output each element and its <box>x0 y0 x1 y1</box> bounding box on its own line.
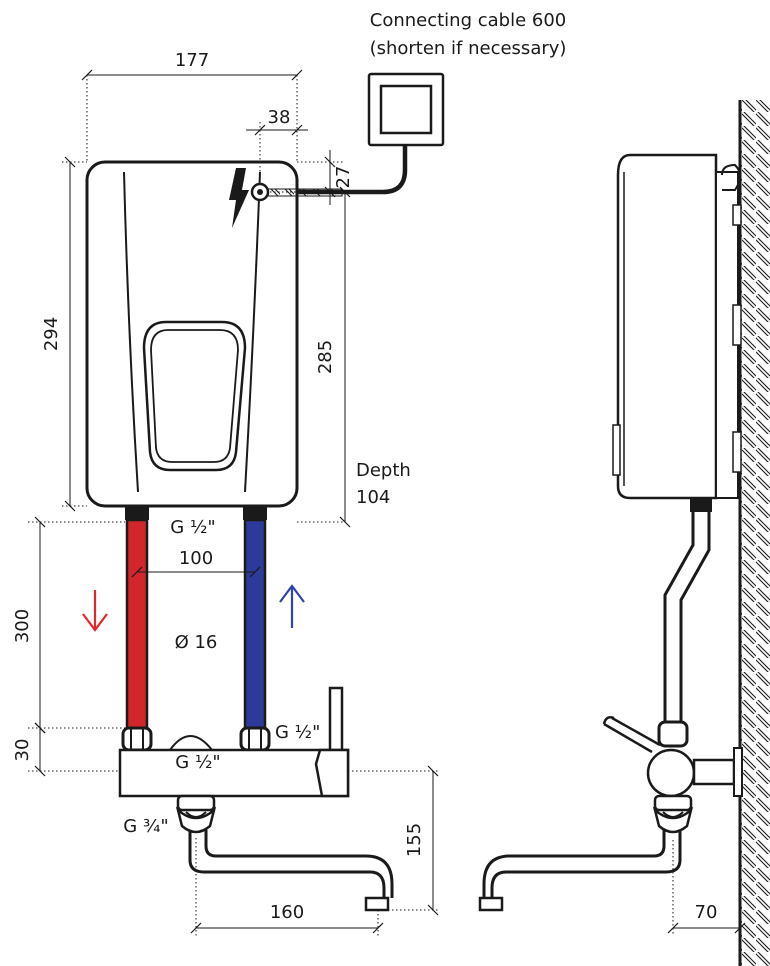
valve-thread-label: G ½" <box>175 752 220 773</box>
depth-value: 104 <box>356 487 390 508</box>
spout-side <box>478 794 694 912</box>
pipe-diameter-label: Ø 16 <box>175 632 218 653</box>
right-thread-label: G ½" <box>275 722 320 743</box>
dim-spout-reach: 160 <box>270 902 304 923</box>
spout-front <box>175 794 394 912</box>
heater-side <box>612 153 742 500</box>
dim-height-285: 285 <box>315 340 336 374</box>
dim-width: 177 <box>175 50 209 71</box>
hot-pipe-fitting <box>121 726 153 752</box>
dim-pipe-length: 300 <box>12 609 33 643</box>
side-pipe <box>657 498 712 748</box>
lightning-bolt-icon <box>229 168 249 228</box>
dim-offset-27: 27 <box>333 166 354 189</box>
dim-offset-38: 38 <box>268 107 291 128</box>
junction-box <box>367 72 445 147</box>
mixer-valve-side <box>602 716 743 798</box>
depth-label: Depth <box>356 460 411 481</box>
arrow-down-icon <box>82 590 108 632</box>
wall <box>738 100 770 966</box>
heater-front <box>85 160 299 508</box>
cold-water-pipe <box>243 518 267 730</box>
cable-label-line1: Connecting cable 600 <box>370 10 567 31</box>
cable-label-line2: (shorten if necessary) <box>370 38 567 59</box>
dim-fitting-height: 30 <box>12 739 33 762</box>
dim-wall-distance: 70 <box>695 902 718 923</box>
hot-water-pipe <box>125 518 149 730</box>
spout-thread-label: G ¾" <box>123 816 168 837</box>
hot-connector-nut <box>125 506 149 520</box>
dim-spout-drop: 155 <box>404 823 425 857</box>
connecting-cable <box>276 145 408 195</box>
cold-pipe-fitting <box>239 726 271 752</box>
dim-height-294: 294 <box>41 317 62 351</box>
dim-pipe-spacing: 100 <box>179 548 213 569</box>
mixer-valve-front <box>118 686 350 798</box>
top-thread-label: G ½" <box>170 517 215 538</box>
arrow-up-icon <box>279 584 305 628</box>
cold-connector-nut <box>243 506 267 520</box>
